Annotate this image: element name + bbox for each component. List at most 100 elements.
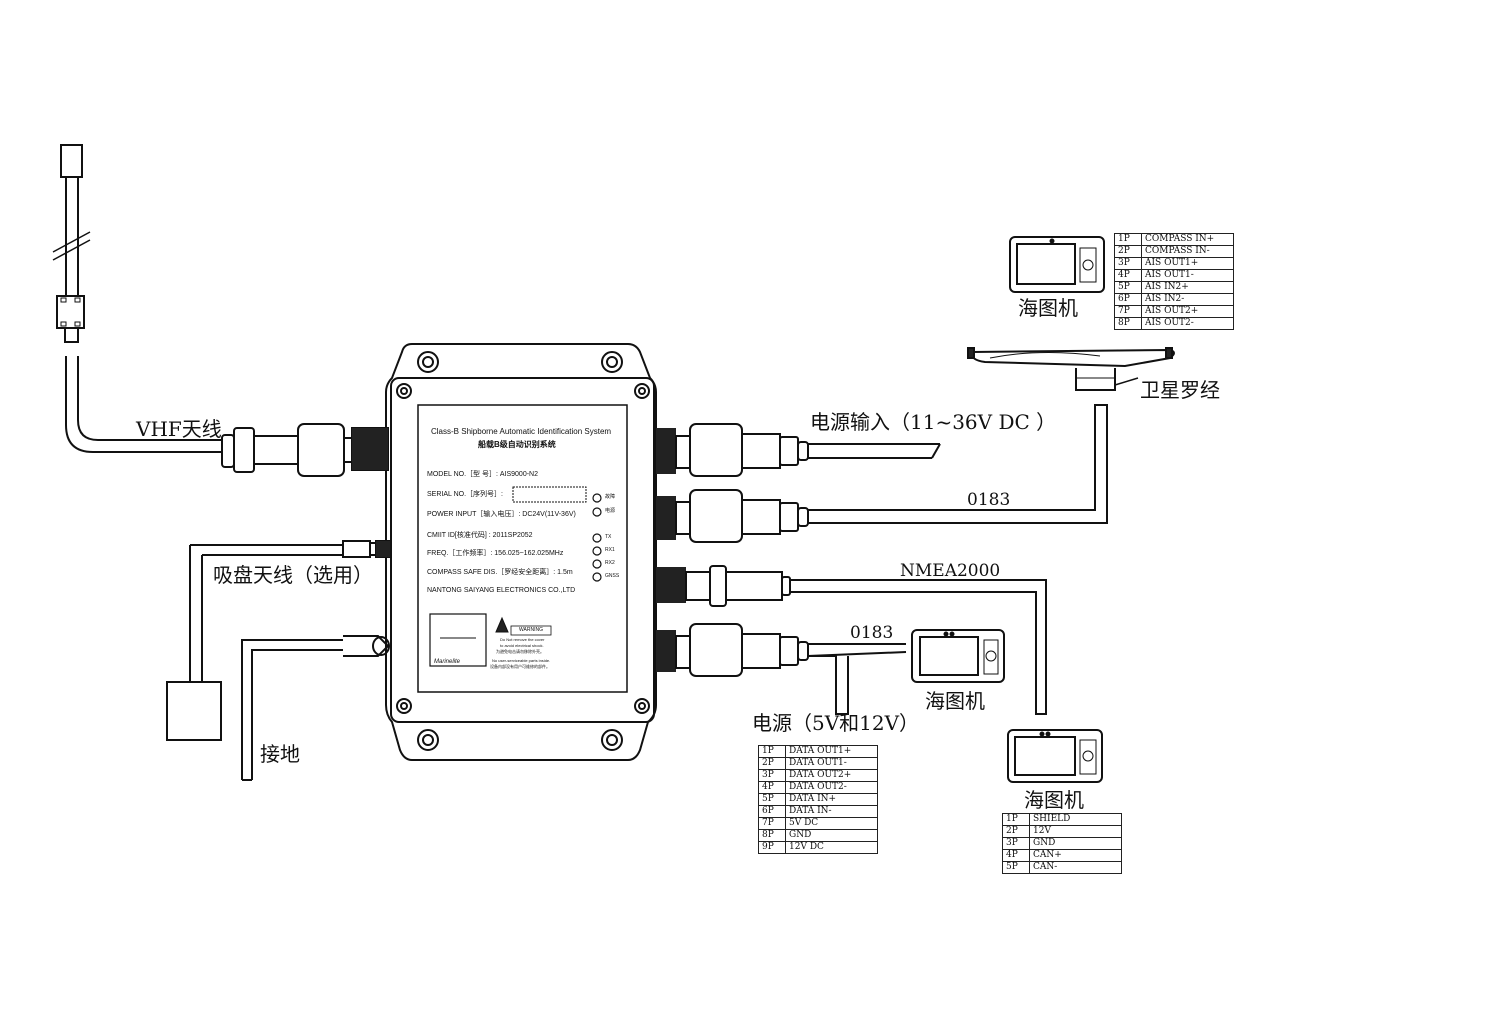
pin-signal: COMPASS IN+: [1141, 233, 1234, 246]
chart-plotter-top-label: 海图机: [1018, 296, 1078, 320]
pin-signal: 5V DC: [785, 817, 878, 830]
led-gnss-label: GNSS: [605, 573, 620, 579]
ais-unit-housing: [385, 343, 657, 761]
nameplate-power: POWER INPUT［输入电压］: DC24V(11V-36V): [427, 511, 576, 518]
nameplate-warn-line1: Do Not remove the cover: [500, 637, 545, 642]
pin-row: 8P AIS OUT2-: [1114, 317, 1234, 330]
pin-number: 7P: [1114, 305, 1142, 318]
pin-number: 2P: [1002, 825, 1030, 838]
satellite-compass: [967, 347, 1175, 391]
led-rx1-label: RX1: [605, 547, 615, 553]
pin-signal: DATA OUT2+: [785, 769, 878, 782]
nameplate-maker: NANTONG SAIYANG ELECTRONICS CO.,LTD: [427, 587, 576, 594]
nmea0183-top-label: 0183: [967, 490, 1011, 510]
right-ports: [656, 428, 686, 672]
pin-number: 3P: [758, 769, 786, 782]
pin-number: 6P: [1114, 293, 1142, 306]
pin-number: 5P: [758, 793, 786, 806]
pin-number: 9P: [758, 841, 786, 854]
nameplate-warn-line4: No user-serviceable parts inside.: [492, 658, 551, 663]
pin-number: 2P: [1114, 245, 1142, 258]
pin-number: 5P: [1002, 861, 1030, 874]
chart-plotter-top: [1009, 236, 1105, 293]
nameplate-model: MODEL NO.［型 号］: AIS9000-N2: [427, 471, 538, 478]
pin-row: 7P AIS OUT2+: [1114, 305, 1234, 318]
pin-signal: DATA IN+: [785, 793, 878, 806]
pin-signal: AIS IN2-: [1141, 293, 1234, 306]
nameplate-freq: FREQ.［工作频率］: 156.025~162.025MHz: [427, 550, 564, 557]
led-power-label: 电源: [605, 508, 616, 514]
nameplate-title-cn: 船载B级自动识别系统: [478, 440, 556, 449]
nameplate-title-en: Class-B Shipborne Automatic Identificati…: [431, 427, 612, 436]
left-ports: [352, 428, 390, 557]
pin-signal: CAN-: [1029, 861, 1122, 874]
pin-number: 4P: [758, 781, 786, 794]
data-connector: [675, 623, 907, 715]
pin-number: 7P: [758, 817, 786, 830]
pin-signal: DATA IN-: [785, 805, 878, 818]
pin-number: 1P: [1114, 233, 1142, 246]
pin-signal: DATA OUT1+: [785, 745, 878, 758]
led-tx-label: TX: [605, 534, 612, 540]
pin-row: 6P AIS IN2-: [1114, 293, 1234, 306]
pin-signal: GND: [785, 829, 878, 842]
pin-signal: AIS OUT2+: [1141, 305, 1234, 318]
nameplate-warn-line3: 为避免电击请勿移除外壳。: [496, 649, 544, 654]
power-input-label: 电源输入（11~36V DC ）: [810, 410, 1057, 434]
nameplate-cmiit: CMIIT ID[核准代码] : 2011SP2052: [427, 532, 533, 539]
power-connector: [675, 423, 941, 477]
pin-row: 3P AIS OUT1+: [1114, 257, 1234, 270]
nameplate-compass: COMPASS SAFE DIS.［罗经安全距离］: 1.5m: [427, 569, 573, 576]
pin-signal: AIS OUT1-: [1141, 269, 1234, 282]
pin-number: 1P: [1002, 813, 1030, 826]
vhf-antenna-cable: [52, 144, 222, 453]
nmea0183-bottom-label: 0183: [850, 623, 894, 643]
power-5v12v-label: 电源（5V和12V）: [752, 711, 920, 735]
pin-number: 1P: [758, 745, 786, 758]
pin-signal: GND: [1029, 837, 1122, 850]
ground-wire: [241, 635, 390, 781]
pin-row: 4P AIS OUT1-: [1114, 269, 1234, 282]
pin-signal: AIS IN2+: [1141, 281, 1234, 294]
pin-number: 3P: [1114, 257, 1142, 270]
satellite-compass-label: 卫星罗经: [1140, 378, 1220, 402]
chart-plotter-mid: [911, 629, 1005, 683]
pin-number: 3P: [1002, 837, 1030, 850]
chart-plotter-mid-label: 海图机: [925, 689, 985, 713]
pin-number: 8P: [758, 829, 786, 842]
pin-signal: AIS OUT1+: [1141, 257, 1234, 270]
vhf-antenna-label: VHF天线: [136, 417, 222, 441]
pin-number: 8P: [1114, 317, 1142, 330]
suction-antenna: [166, 540, 391, 741]
pin-signal: DATA OUT2-: [785, 781, 878, 794]
nameplate-warn-line5: 设备内部没有用户可维修的部件。: [490, 664, 550, 669]
compass-0183-connector: [675, 404, 1108, 543]
pin-number: 6P: [758, 805, 786, 818]
ground-label: 接地: [260, 742, 300, 766]
pin-signal: DATA OUT1-: [785, 757, 878, 770]
nameplate-warning: WARNING: [519, 627, 543, 633]
nmea2000-label: NMEA2000: [900, 561, 1001, 581]
pin-signal: COMPASS IN-: [1141, 245, 1234, 258]
led-fault-label: 故障: [605, 494, 616, 500]
suction-antenna-label: 吸盘天线（选用）: [213, 563, 373, 587]
nmea2000-connector: [685, 565, 1047, 715]
